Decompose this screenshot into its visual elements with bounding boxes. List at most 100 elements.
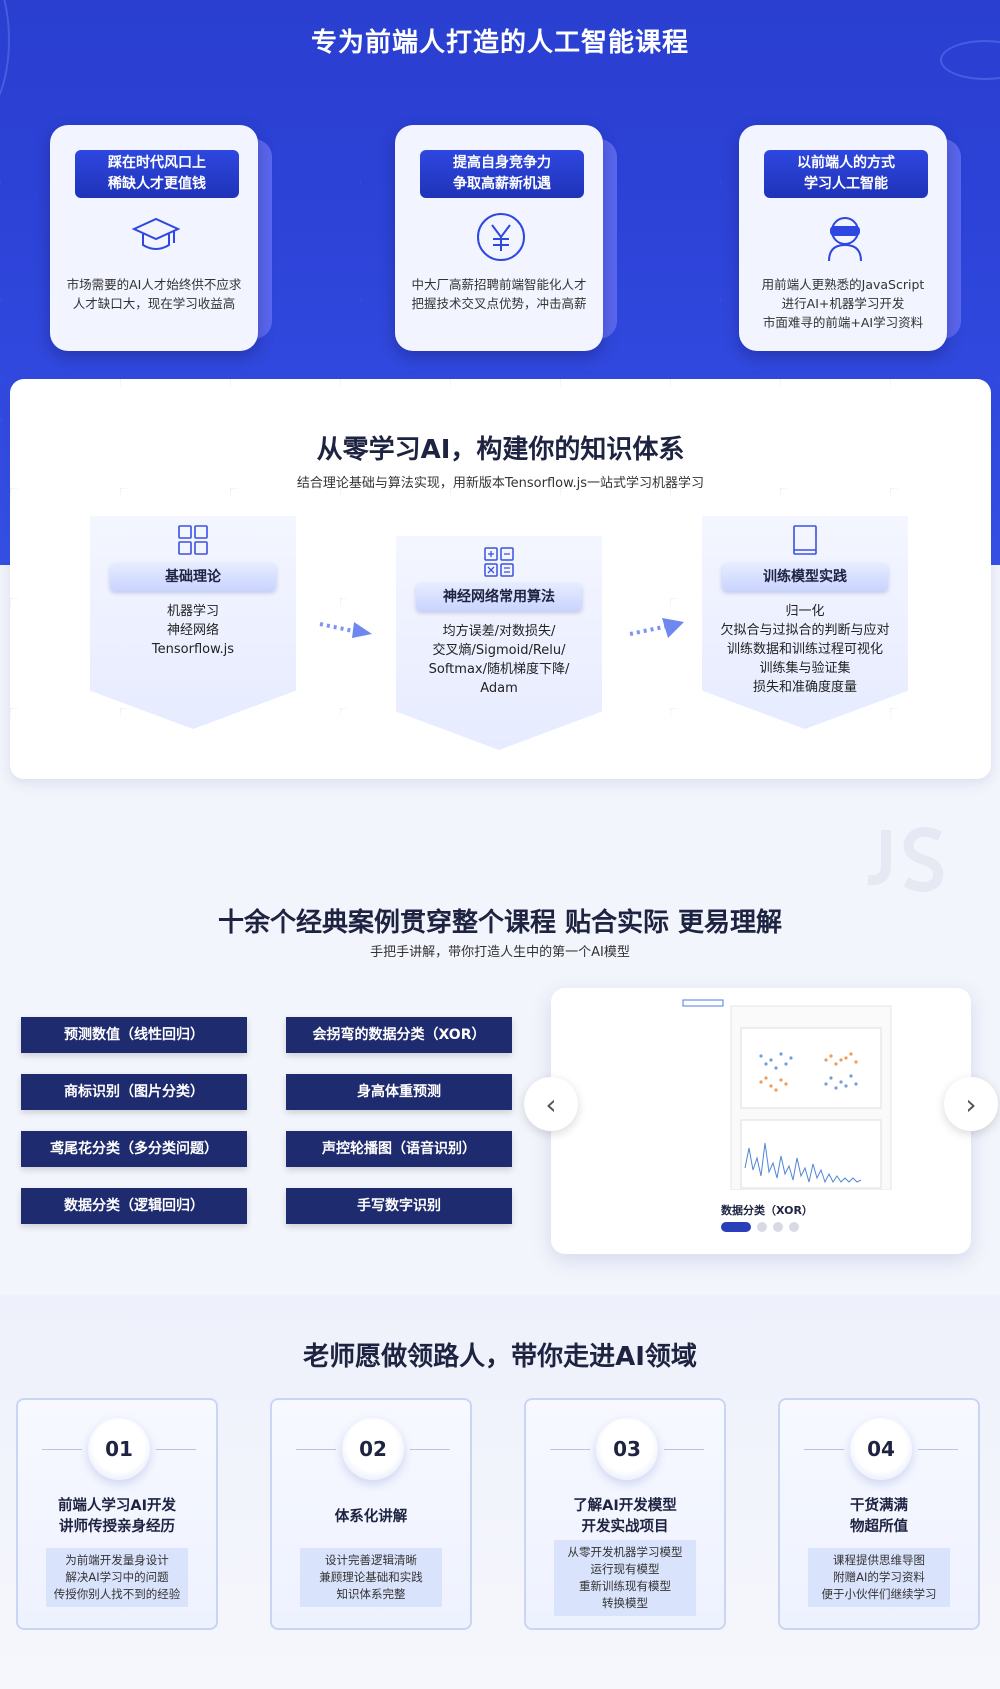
hero-card-badge: 提高自身竞争力 争取高薪新机遇: [420, 150, 584, 198]
hero-arc-decoration: [0, 0, 10, 120]
slider-dot[interactable]: [757, 1222, 767, 1232]
vr-user-icon: [828, 217, 862, 262]
teacher-card-title: 体系化讲解: [272, 1507, 470, 1528]
calculator-icon: [484, 547, 514, 577]
knowledge-card-list: 均方误差/对数损失/ 交叉熵/Sigmoid/Relu/ Softmax/随机梯…: [396, 622, 602, 698]
text-line: 市场需要的AI人才始终供不应求: [66, 277, 242, 292]
knowledge-card-list: 机器学习 神经网络 Tensorflow.js: [90, 602, 296, 659]
badge-line: 以前端人的方式: [797, 155, 895, 171]
case-item[interactable]: 预测数值（线性回归）: [21, 1017, 247, 1053]
desc-line: 转换模型: [602, 1596, 648, 1610]
hero-card-badge: 踩在时代风口上 稀缺人才更值钱: [75, 150, 239, 198]
title-line: 讲师传授亲身经历: [59, 1519, 175, 1535]
title-line: 了解AI开发模型: [573, 1498, 677, 1514]
title-line: 前端人学习AI开发: [57, 1498, 177, 1514]
teacher-card-number: 02: [342, 1418, 404, 1480]
badge-line: 提高自身竞争力: [453, 155, 551, 171]
teacher-title: 老师愿做领路人，带你走进AI领域: [303, 1342, 697, 1372]
case-item[interactable]: 商标识别（图片分类）: [21, 1074, 247, 1110]
hero-card-1: 踩在时代风口上 稀缺人才更值钱 市场需要的AI人才始终供不应求 人才缺口大，现在…: [50, 125, 272, 351]
case-item[interactable]: 数据分类（逻辑回归）: [21, 1188, 247, 1224]
knowledge-section: 从零学习AI，构建你的知识体系 结合理论基础与算法实现，用新版本Tensorfl…: [10, 379, 991, 779]
number-line-decoration: [296, 1449, 336, 1450]
list-line: 机器学习: [166, 604, 219, 619]
hero-card-text: 中大厂高薪招聘前端智能化人才 把握技术交叉点优势，冲击高薪: [403, 275, 595, 313]
list-line: 欠拟合与过拟合的判断与应对: [720, 623, 890, 638]
list-line: Softmax/随机梯度下降/: [428, 662, 570, 677]
hero-ring-decoration: [940, 40, 1000, 80]
number-line-decoration: [550, 1449, 590, 1450]
badge-line: 争取高薪新机遇: [453, 176, 551, 192]
knowledge-card-title: 基础理论: [110, 563, 276, 591]
desc-line: 重新训练现有模型: [579, 1579, 671, 1593]
text-line: 用前端人更熟悉的JavaScript: [761, 277, 925, 292]
slider-dot[interactable]: [789, 1222, 799, 1232]
number-line-decoration: [804, 1449, 844, 1450]
hero-card-text: 市场需要的AI人才始终供不应求 人才缺口大，现在学习收益高: [58, 275, 250, 313]
teacher-card-2: 02 体系化讲解 设计完善逻辑清晰 兼顾理论基础和实践 知识体系完整: [270, 1398, 472, 1630]
cases-title: 十余个经典案例贯穿整个课程 贴合实际 更易理解: [217, 908, 783, 938]
case-item[interactable]: 身高体重预测: [286, 1074, 512, 1110]
desc-line: 从零开发机器学习模型: [567, 1545, 683, 1559]
slide-caption: 数据分类（XOR）: [721, 1204, 813, 1217]
teacher-card-number: 03: [596, 1418, 658, 1480]
text-line: 把握技术交叉点优势，冲击高薪: [411, 296, 587, 311]
badge-line: 学习人工智能: [804, 176, 888, 192]
desc-line: 传授你别人找不到的经验: [53, 1587, 181, 1601]
text-line: 人才缺口大，现在学习收益高: [72, 296, 236, 311]
hero-card-2: 提高自身竞争力 争取高薪新机遇 中大厂高薪招聘前端智能化人才 把握技术交叉点优势…: [395, 125, 617, 351]
hero-card-badge: 以前端人的方式 学习人工智能: [764, 150, 928, 198]
title-line: 体系化讲解: [334, 1509, 408, 1525]
knowledge-card-title: 神经网络常用算法: [416, 583, 582, 611]
teacher-card-number: 01: [88, 1418, 150, 1480]
title-line: 开发实战项目: [581, 1519, 669, 1535]
desc-line: 运行现有模型: [590, 1562, 660, 1576]
desc-line: 解决AI学习中的问题: [65, 1570, 169, 1584]
teacher-card-desc: 为前端开发量身设计 解决AI学习中的问题 传授你别人找不到的经验: [46, 1548, 188, 1607]
list-line: 神经网络: [166, 623, 219, 638]
list-line: 训练集与验证集: [759, 661, 851, 676]
right-arrow-icon: [629, 618, 684, 638]
list-line: Adam: [480, 681, 518, 696]
teacher-card-title: 了解AI开发模型 开发实战项目: [526, 1496, 724, 1538]
case-item[interactable]: 手写数字识别: [286, 1188, 512, 1224]
list-line: Tensorflow.js: [151, 642, 235, 657]
desc-line: 为前端开发量身设计: [65, 1553, 169, 1567]
slider-dot[interactable]: [773, 1222, 783, 1232]
desc-line: 知识体系完整: [336, 1587, 406, 1601]
number-line-decoration: [664, 1449, 704, 1450]
hero-card-text: 用前端人更熟悉的JavaScript 进行AI+机器学习开发 市面难寻的前端+A…: [747, 275, 939, 332]
title-line: 干货满满: [850, 1498, 908, 1514]
list-line: 归一化: [785, 604, 825, 619]
list-line: 均方误差/对数损失/: [442, 624, 556, 639]
desc-line: 课程提供思维导图: [833, 1553, 925, 1567]
slider-prev-button[interactable]: ‹: [524, 1077, 578, 1131]
teacher-card-3: 03 了解AI开发模型 开发实战项目 从零开发机器学习模型 运行现有模型 重新训…: [524, 1398, 726, 1630]
desc-line: 兼顾理论基础和实践: [319, 1570, 423, 1584]
knowledge-title: 从零学习AI，构建你的知识体系: [316, 435, 685, 465]
text-line: 中大厂高薪招聘前端智能化人才: [411, 277, 587, 292]
slider-next-button[interactable]: ›: [944, 1077, 998, 1131]
slider-dot-active[interactable]: [721, 1222, 751, 1232]
teacher-card-desc: 设计完善逻辑清晰 兼顾理论基础和实践 知识体系完整: [300, 1548, 442, 1607]
desc-line: 便于小伙伴们继续学习: [821, 1587, 937, 1601]
teacher-card-number: 04: [850, 1418, 912, 1480]
text-line: 市面难寻的前端+AI学习资料: [762, 315, 924, 330]
list-line: 训练数据和训练过程可视化: [726, 642, 883, 657]
case-item[interactable]: 声控轮播图（语音识别）: [286, 1131, 512, 1167]
teacher-card-desc: 从零开发机器学习模型 运行现有模型 重新训练现有模型 转换模型: [554, 1540, 696, 1616]
hero-card-front: 以前端人的方式 学习人工智能 用前端人更熟悉的JavaScript 进行AI+机…: [739, 125, 947, 351]
hero-section: 专为前端人打造的人工智能课程 踩在时代风口上 稀缺人才更值钱 市场需要的AI人才…: [0, 0, 1000, 565]
hero-card-front: 踩在时代风口上 稀缺人才更值钱 市场需要的AI人才始终供不应求 人才缺口大，现在…: [50, 125, 258, 351]
number-line-decoration: [918, 1449, 958, 1450]
desc-line: 设计完善逻辑清晰: [325, 1553, 417, 1567]
graduation-cap-icon: [131, 217, 181, 250]
knowledge-card-list: 归一化 欠拟合与过拟合的判断与应对 训练数据和训练过程可视化 训练集与验证集 损…: [702, 602, 908, 697]
hero-card-3: 以前端人的方式 学习人工智能 用前端人更熟悉的JavaScript 进行AI+机…: [739, 125, 961, 351]
case-item[interactable]: 鸢尾花分类（多分类问题）: [21, 1131, 247, 1167]
case-item[interactable]: 会拐弯的数据分类（XOR）: [286, 1017, 512, 1053]
number-line-decoration: [156, 1449, 196, 1450]
desc-line: 附赠AI的学习资料: [833, 1570, 925, 1584]
badge-line: 踩在时代风口上: [108, 155, 206, 171]
knowledge-card-shape: [702, 516, 908, 729]
